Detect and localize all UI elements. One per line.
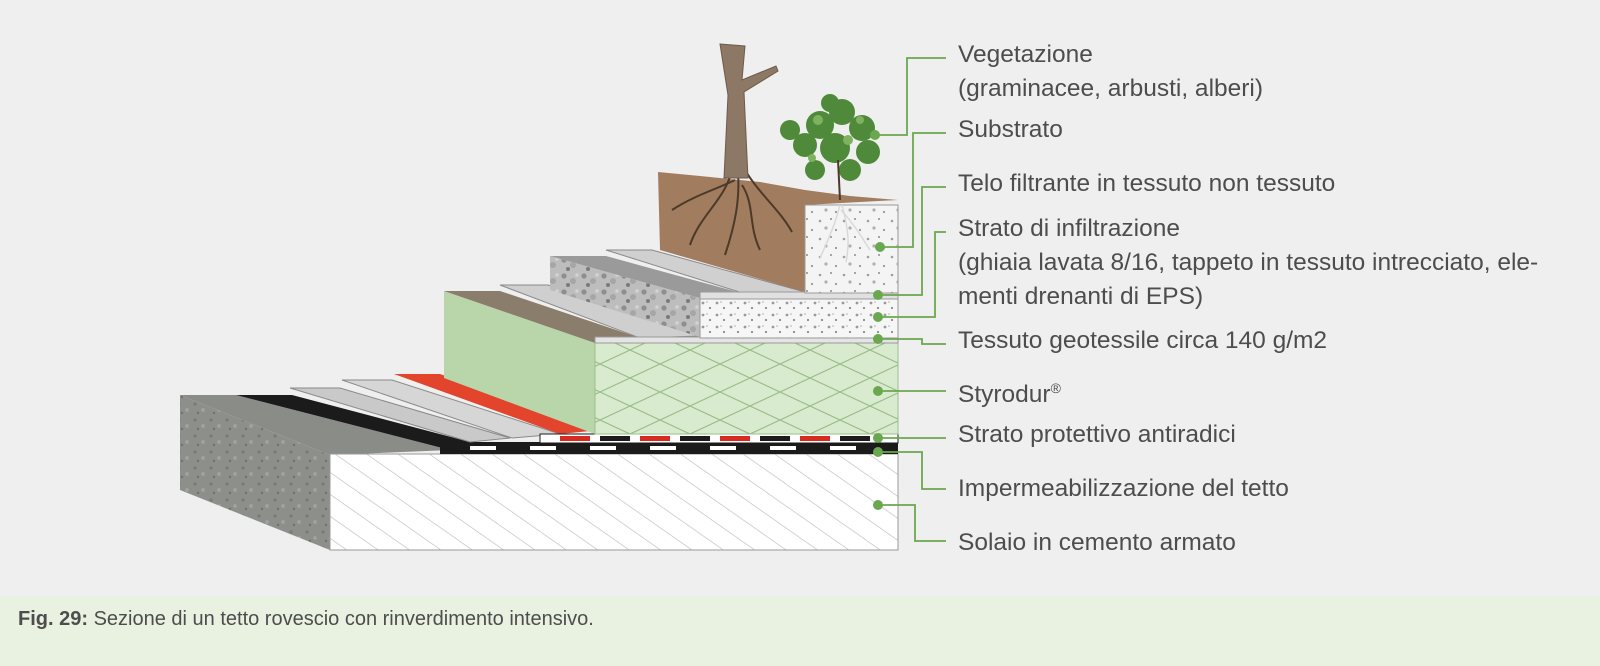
label-geotessile-line-1: Tessuto geotessile circa 140 g/m2 <box>958 327 1328 354</box>
label-vegetazione-line-1: Vegetazione <box>958 41 1093 68</box>
slab-side <box>180 395 330 550</box>
label-infiltrazione-line-3: menti drenanti di EPS) <box>958 283 1204 310</box>
label-impermeabilizzazione-line-1: Impermeabilizzazione del tetto <box>958 475 1289 502</box>
label-impermeabilizzazione: Impermeabilizzazione del tetto <box>958 472 1289 506</box>
label-styrodur: Styrodur® <box>958 371 1061 412</box>
label-vegetazione: Vegetazione (graminacee, arbusti, alberi… <box>958 38 1263 106</box>
label-vegetazione-line-2: (graminacee, arbusti, alberi) <box>958 75 1264 102</box>
label-infiltrazione-line-1: Strato di infiltrazione <box>958 215 1180 242</box>
shrub-stem <box>837 159 841 201</box>
leader-dots <box>870 130 885 510</box>
waterproofing-dashes <box>470 446 856 450</box>
styrodur-top <box>444 291 640 343</box>
roof-section-illustration <box>180 43 946 551</box>
root-protection-black-marks <box>600 436 870 441</box>
waterproofing-top <box>236 395 470 450</box>
tree-trunk <box>719 43 779 179</box>
registered-mark: ® <box>1050 380 1061 396</box>
leader-lines <box>875 57 946 542</box>
slab-top <box>180 395 450 455</box>
shrub <box>780 94 880 181</box>
label-solaio-line-1: Solaio in cemento armato <box>958 529 1236 556</box>
root-barrier-step-1 <box>289 387 511 443</box>
caption-text: Sezione di un tetto rovescio con rinverd… <box>88 608 594 630</box>
tree-roots <box>671 169 793 256</box>
root-protection-marks <box>560 436 830 441</box>
label-antiradici-line-1: Strato protettivo antiradici <box>958 421 1236 448</box>
label-styrodur-text: Styrodur <box>958 381 1051 408</box>
substrate-body <box>658 172 898 292</box>
styrodur-front <box>594 342 899 435</box>
label-telo-filtrante: Telo filtrante in tessuto non tessuto <box>958 167 1335 201</box>
label-solaio: Solaio in cemento armato <box>958 526 1236 560</box>
figure-caption: Fig. 29: Sezione di un tetto rovescio co… <box>0 596 1600 666</box>
shrub-roots <box>819 204 871 263</box>
root-protection-red <box>394 374 600 434</box>
label-infiltrazione-line-2: (ghiaia lavata 8/16, tappeto in tessuto … <box>958 249 1539 276</box>
label-strato-infiltrazione: Strato di infiltrazione (ghiaia lavata 8… <box>958 212 1538 314</box>
label-substrato: Substrato <box>958 113 1063 147</box>
infiltration-side <box>550 256 700 337</box>
label-strato-antiradici: Strato protettivo antiradici <box>958 418 1236 452</box>
styrodur-side <box>444 291 595 434</box>
caption-label: Fig. 29: <box>18 608 89 630</box>
infiltration-front <box>699 297 899 339</box>
infiltration-top <box>550 256 752 298</box>
slab-front <box>329 453 899 551</box>
label-substrato-line-1: Substrato <box>958 116 1063 143</box>
layer-diagram: Vegetazione (graminacee, arbusti, alberi… <box>0 0 1600 596</box>
label-tessuto-geotessile: Tessuto geotessile circa 140 g/m2 <box>958 324 1327 358</box>
label-telo-line-1: Telo filtrante in tessuto non tessuto <box>958 170 1336 197</box>
shrub-highlights <box>808 115 864 162</box>
